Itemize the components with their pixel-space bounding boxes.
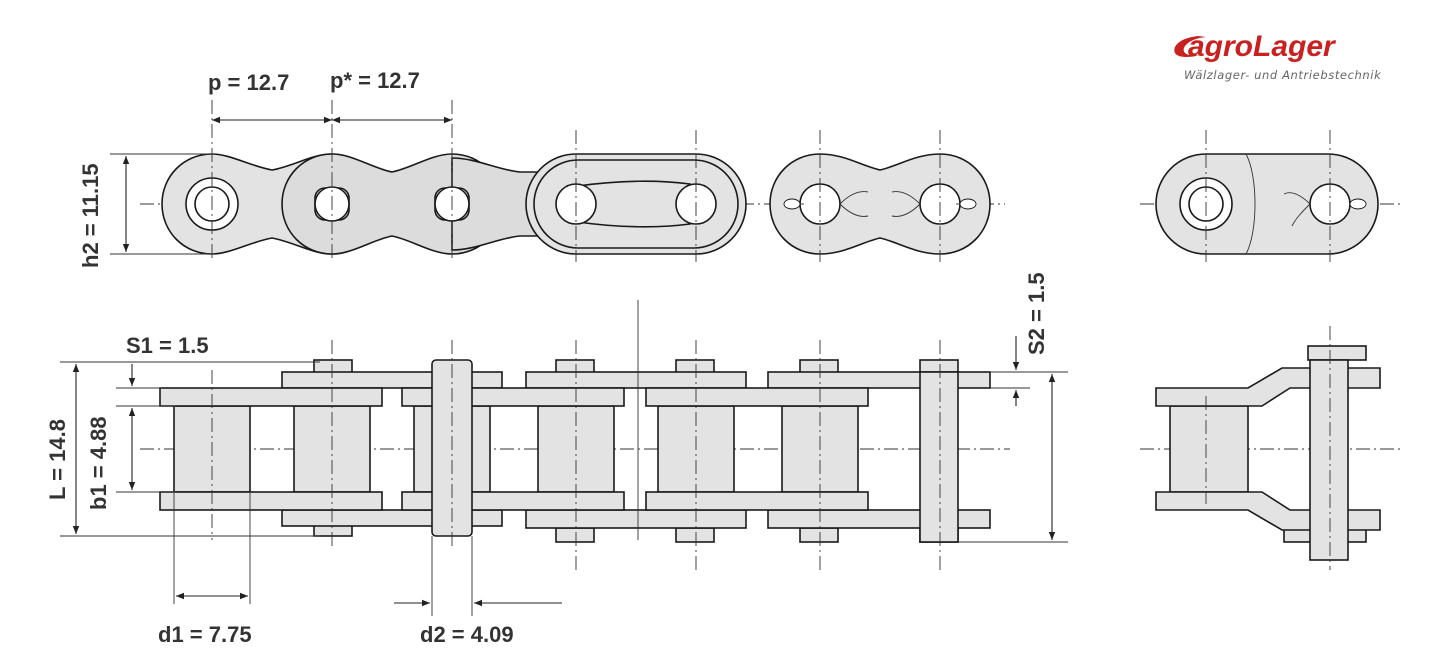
dim-b1-label: b1 = 4.88 [86,416,111,510]
dim-s1-label: S1 = 1.5 [126,333,209,358]
inner-plate-top [645,387,869,407]
chain-top-view [140,300,1010,570]
chain-end-view-top [1140,130,1400,262]
s2-dimension: S2 = 1.5 [958,272,1068,543]
pin-diameter-dimension: d2 = 4.09 [394,536,562,647]
logo-suffix: Lager [1253,30,1337,63]
end-roller-top-view [1169,405,1249,493]
company-logo: agroLager Wälzlager- und Antriebstechnik [1174,30,1382,82]
s1-dimension: S1 = 1.5 [116,333,209,389]
logo-swoosh-icon [1174,36,1206,58]
dim-p-star-label: p* = 12.7 [330,68,420,93]
cotter-pin-shaft [919,371,959,543]
length-dimension: L = 14.8 [45,361,320,537]
pin-head [799,527,839,543]
dim-d2-label: d2 = 4.09 [420,622,514,647]
pin-head [555,527,595,543]
end-pin-head [1307,345,1367,361]
plate-height-dimension: h2 = 11.15 [78,153,215,268]
logo-tagline: Wälzlager- und Antriebstechnik [1184,68,1382,82]
outer-plate-top [525,371,747,389]
dim-p-label: p = 12.7 [208,70,289,95]
chain-side-view [140,100,1005,262]
logo-prefix: agro [1188,30,1253,63]
inner-plate-bottom [645,491,869,511]
pitch-dimension: p = 12.7 p* = 12.7 [208,68,452,124]
end-pin-shaft [1309,359,1349,561]
dim-h2-label: h2 = 11.15 [78,163,103,268]
dim-l-label: L = 14.8 [45,419,70,500]
dim-s2-label: S2 = 1.5 [1024,272,1049,355]
svg-text:agroLager: agroLager [1188,30,1337,63]
cotter-pin-right [891,191,977,217]
outer-plate-bottom [525,509,747,529]
pin-head [675,527,715,543]
chain-end-view-bottom [1140,326,1400,570]
roller-diameter-dimension: d1 = 7.75 [158,492,252,647]
cotter-pin-left [783,191,869,217]
dim-d1-label: d1 = 7.75 [158,622,252,647]
inner-width-dimension: b1 = 4.88 [86,405,176,510]
inner-plate-bottom [159,491,383,511]
end-cotter-pin [1283,192,1367,227]
inner-plate-top [159,387,383,407]
